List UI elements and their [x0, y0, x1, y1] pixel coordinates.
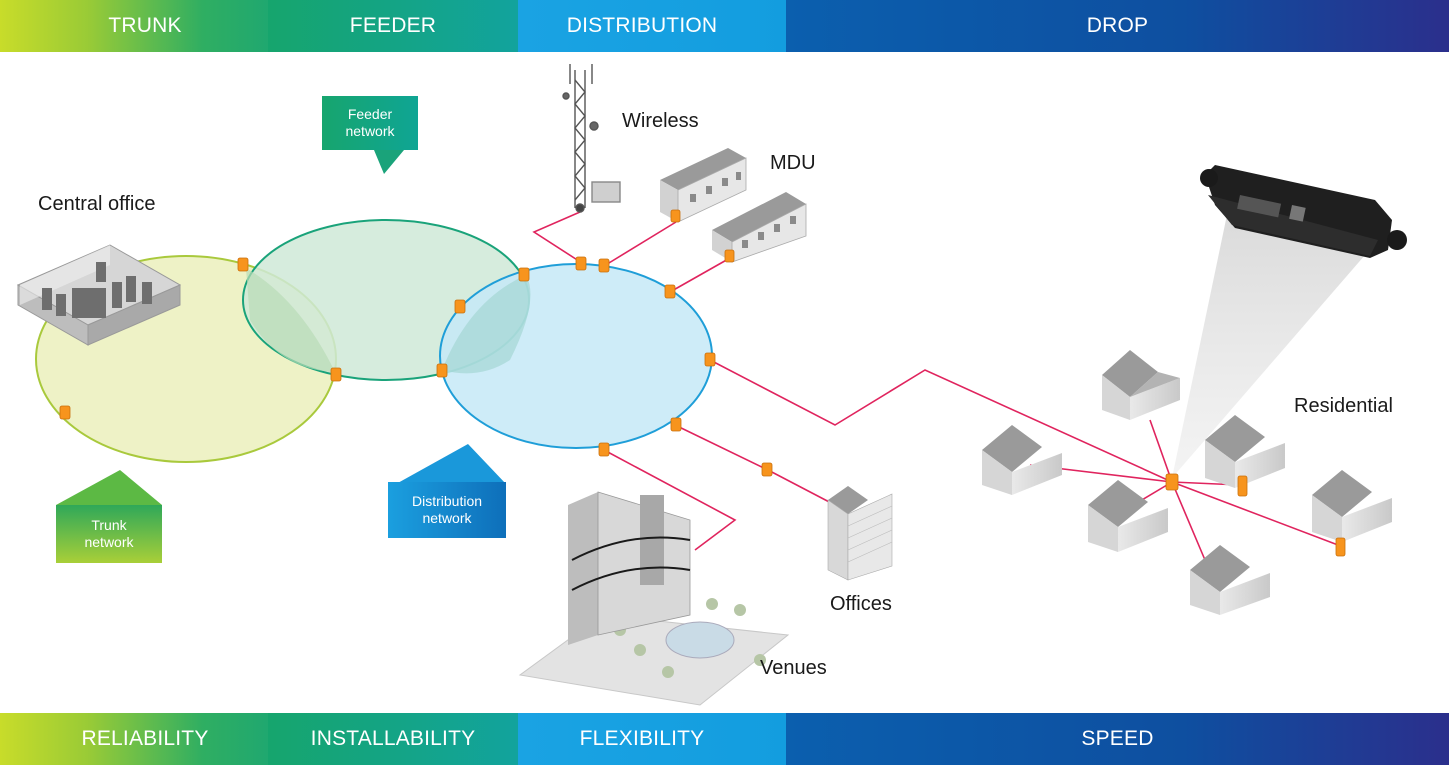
- fiber-terminal-icon: [664, 284, 676, 299]
- top-bar-trunk: TRUNK: [108, 14, 182, 37]
- house-icon: [1205, 415, 1285, 488]
- fiber-terminal-icon: [598, 442, 610, 457]
- distribution-callout-line1: Distribution: [411, 493, 483, 509]
- top-bar-feeder: FEEDER: [349, 14, 437, 37]
- bottom-bar-installability: INSTALLABILITY: [310, 727, 476, 750]
- trunk-callout: Trunk network: [56, 505, 162, 563]
- house-icon: [1102, 350, 1180, 420]
- bottom-bar-reliability: RELIABILITY: [81, 727, 209, 750]
- bottom-bar: RELIABILITY INSTALLABILITY FLEXIBILITY S…: [0, 713, 1449, 765]
- drop-cables: [532, 211, 1339, 561]
- central-office-label: Central office: [38, 193, 156, 215]
- feeder-callout-line1: Feeder: [347, 106, 393, 122]
- house-icon: [1312, 470, 1392, 542]
- distribution-callout-pointer: [396, 444, 506, 484]
- feeder-callout-line2: network: [345, 123, 395, 139]
- fiber-terminal-icon: [454, 299, 466, 314]
- fiber-terminal-icon: [670, 417, 682, 432]
- fiber-terminal-icon: [704, 352, 716, 367]
- venue-building-icon: [518, 491, 790, 706]
- fiber-terminal-icon: [1335, 537, 1346, 557]
- fiber-terminals: [59, 209, 1346, 557]
- fiber-terminal-icon: [237, 257, 249, 272]
- house-icon: [982, 425, 1062, 495]
- house-icon: [1190, 545, 1270, 615]
- trunk-callout-pointer: [56, 470, 162, 505]
- fiber-terminal-icon: [330, 367, 342, 382]
- fiber-terminal-icon: [59, 405, 71, 420]
- distribution-callout: Distribution network: [388, 482, 506, 538]
- offices-label: Offices: [830, 593, 892, 615]
- distribution-callout-line2: network: [422, 510, 472, 526]
- mdu-label: MDU: [770, 152, 816, 174]
- cell-tower-icon: [562, 64, 621, 213]
- feeder-callout-pointer: [374, 150, 404, 174]
- residential-label: Residential: [1294, 395, 1393, 417]
- fiber-terminal-icon: [518, 267, 530, 282]
- fiber-terminal-icon: [670, 209, 681, 223]
- venues-label: Venues: [760, 657, 827, 679]
- trunk-callout-line2: network: [84, 534, 134, 550]
- product-enclosure-icon: [1172, 165, 1407, 478]
- house-icon: [1088, 480, 1168, 552]
- fiber-terminal-icon: [436, 363, 448, 378]
- top-bar-drop: DROP: [1086, 14, 1149, 37]
- fiber-terminal-icon: [761, 462, 773, 477]
- top-bar: TRUNK FEEDER DISTRIBUTION DROP: [0, 0, 1449, 52]
- wireless-label: Wireless: [622, 110, 699, 132]
- bottom-bar-speed: SPEED: [1081, 727, 1154, 750]
- feeder-callout: Feeder network: [322, 96, 418, 150]
- fiber-terminal-icon: [575, 256, 587, 271]
- fiber-terminal-icon: [598, 258, 610, 273]
- central-office-icon: [16, 244, 182, 346]
- trunk-callout-line1: Trunk: [91, 517, 127, 533]
- fiber-terminal-icon: [724, 249, 735, 263]
- office-tower-icon: [827, 486, 893, 581]
- fiber-terminal-icon: [1165, 473, 1179, 491]
- mdu-building-icon: [712, 192, 807, 263]
- fiber-terminal-icon: [1237, 475, 1248, 497]
- bottom-bar-flexibility: FLEXIBILITY: [579, 727, 705, 750]
- top-bar-distribution: DISTRIBUTION: [566, 14, 718, 37]
